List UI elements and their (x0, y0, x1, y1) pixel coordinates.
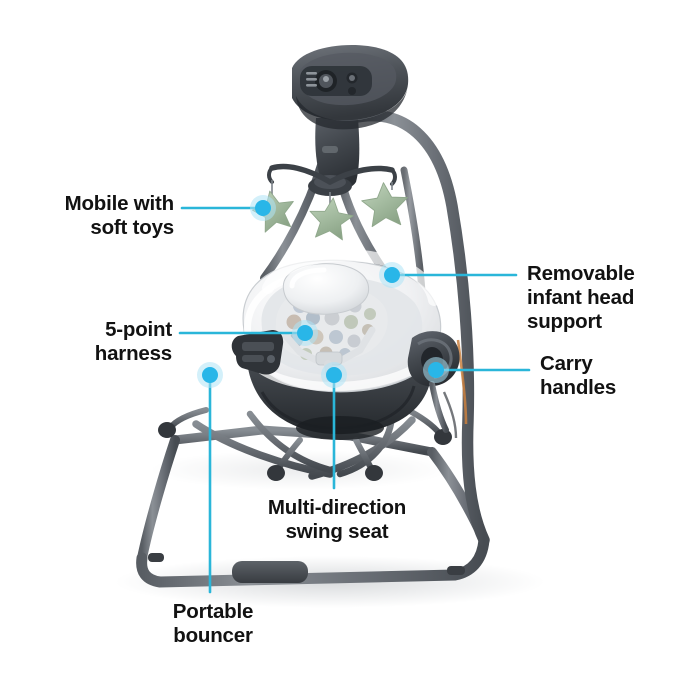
callout-connector-5-point-harness (178, 320, 318, 346)
callout-dot (384, 267, 400, 283)
star-toy (361, 182, 408, 228)
callout-connector-mobile-with-soft-toys (180, 195, 276, 221)
callout-label-removable-infant-head-support: Removable infant head support (527, 262, 635, 334)
star-toy (309, 197, 354, 241)
callout-dot (255, 200, 271, 216)
callout-connector-carry-handles (423, 357, 531, 383)
callout-label-portable-bouncer: Portable bouncer (172, 600, 254, 648)
callout-dot (297, 325, 313, 341)
callout-label-mobile-with-soft-toys: Mobile with soft toys (64, 192, 175, 240)
callout-dot (428, 362, 444, 378)
callout-dot (202, 367, 218, 383)
callout-label-multi-direction-swing-seat: Multi-direction swing seat (267, 496, 407, 544)
callout-connector-multi-direction-swing-seat (321, 362, 347, 490)
callout-label-5-point-harness: 5-point harness (94, 318, 172, 366)
callout-connector-removable-infant-head-support (379, 262, 518, 288)
seat-side-panel (231, 330, 284, 375)
callout-label-carry-handles: Carry handles (540, 352, 617, 400)
callout-connector-portable-bouncer (197, 362, 223, 594)
callout-dot (326, 367, 342, 383)
